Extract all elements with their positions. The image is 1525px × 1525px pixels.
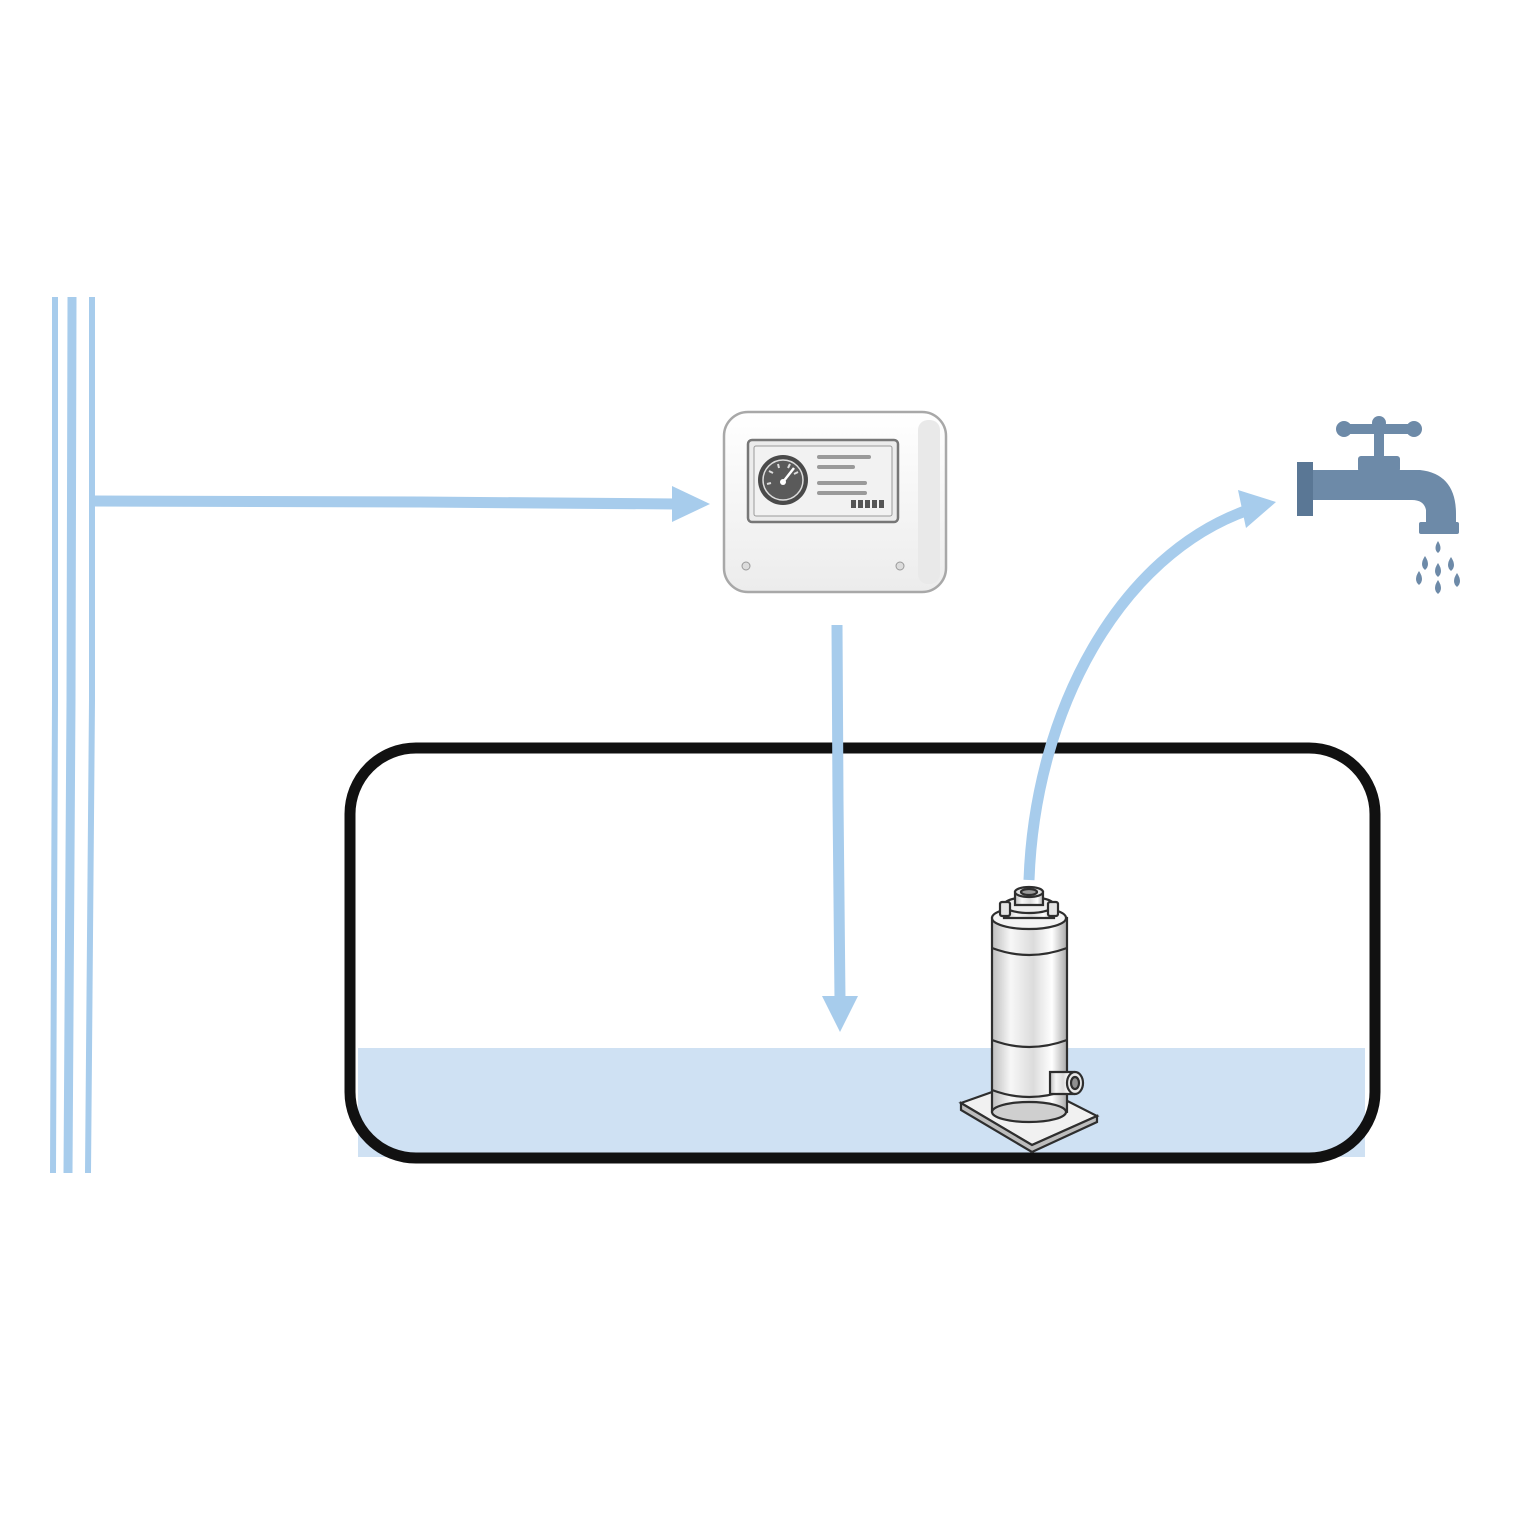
gauge-icon [758,455,808,505]
flow-arrow-supply-to-controller [91,486,710,522]
vertical-pipe-icon [50,296,95,1174]
water-tank-icon [344,742,1381,1164]
pressure-controller-icon [722,410,948,594]
faucet-icon [1297,416,1460,594]
tank-water [358,1048,1365,1157]
submersible-pump-icon [958,885,1100,1154]
flow-arrow-controller-to-tank [822,624,858,1032]
flow-arrow-pump-to-faucet [1023,490,1276,881]
